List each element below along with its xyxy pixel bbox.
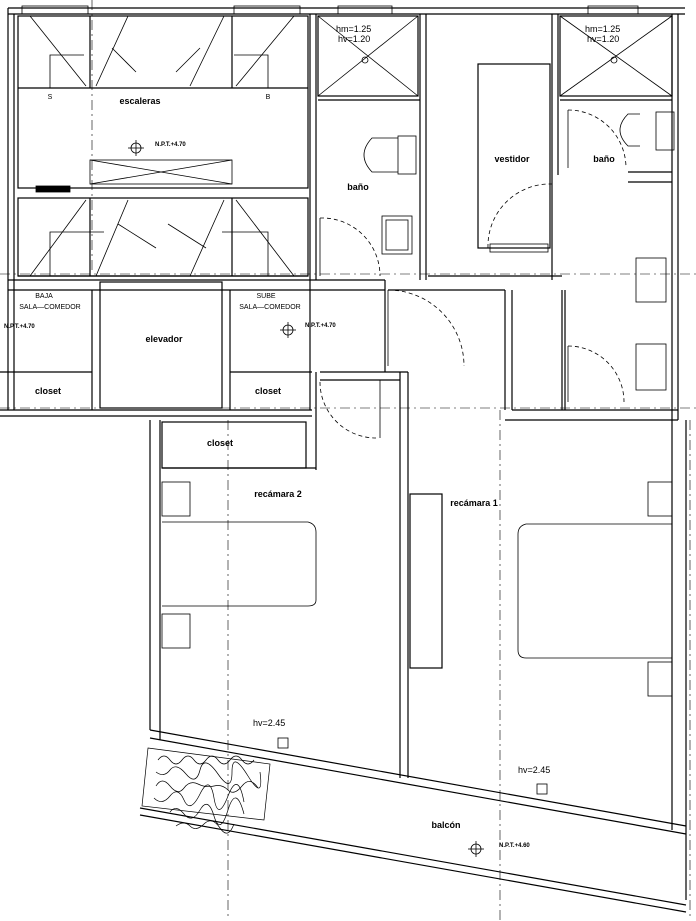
stair-label-sube: SUBE [256,293,275,300]
planter [141,747,271,834]
stair-label-baja: BAJA [35,293,53,300]
room-label-bano-2: baño [593,154,615,164]
room-label-recamara-2: recámara 2 [254,489,302,499]
room-label-closet-3: closet [207,438,233,448]
level-markers [128,140,484,857]
room-label-recamara-1: recámara 1 [450,498,498,508]
room-label-elevador: elevador [145,334,183,344]
room-label-balcon: balcón [431,820,460,830]
level-label-stairs: N.P.T.+4.70 [155,142,186,148]
room-label-bano-1: baño [347,182,369,192]
stair-label-sala-comedor-1: SALA—COMEDOR [19,304,80,311]
level-label-hall: N.P.T.+4.70 [305,323,336,329]
window-label-hv-rec1: hv=2.45 [518,765,550,775]
fixtures [317,15,675,391]
room-label-vestidor: vestidor [494,154,530,164]
doors [319,109,627,439]
walls [0,7,687,913]
furniture [161,481,673,795]
top-windows [21,5,639,15]
stair-label-b: B [266,94,271,101]
stair-label-s: S [48,94,53,101]
window-label-hm-1: hm=1.25 [336,24,371,34]
window-label-hv-2: hv=1.20 [587,34,619,44]
window-label-hv-1: hv=1.20 [338,34,370,44]
window-label-hv-rec2: hv=2.45 [253,718,285,728]
room-label-closet-1: closet [35,386,61,396]
room-label-escaleras: escaleras [119,96,160,106]
room-label-closet-2: closet [255,386,281,396]
stair-symbols [29,15,295,277]
level-label-left: N.P.T.+4.70 [4,324,35,330]
window-label-hm-2: hm=1.25 [585,24,620,34]
stair-label-sala-comedor-2: SALA—COMEDOR [239,304,300,311]
level-label-balcon: N.P.T.+4.60 [499,843,530,849]
